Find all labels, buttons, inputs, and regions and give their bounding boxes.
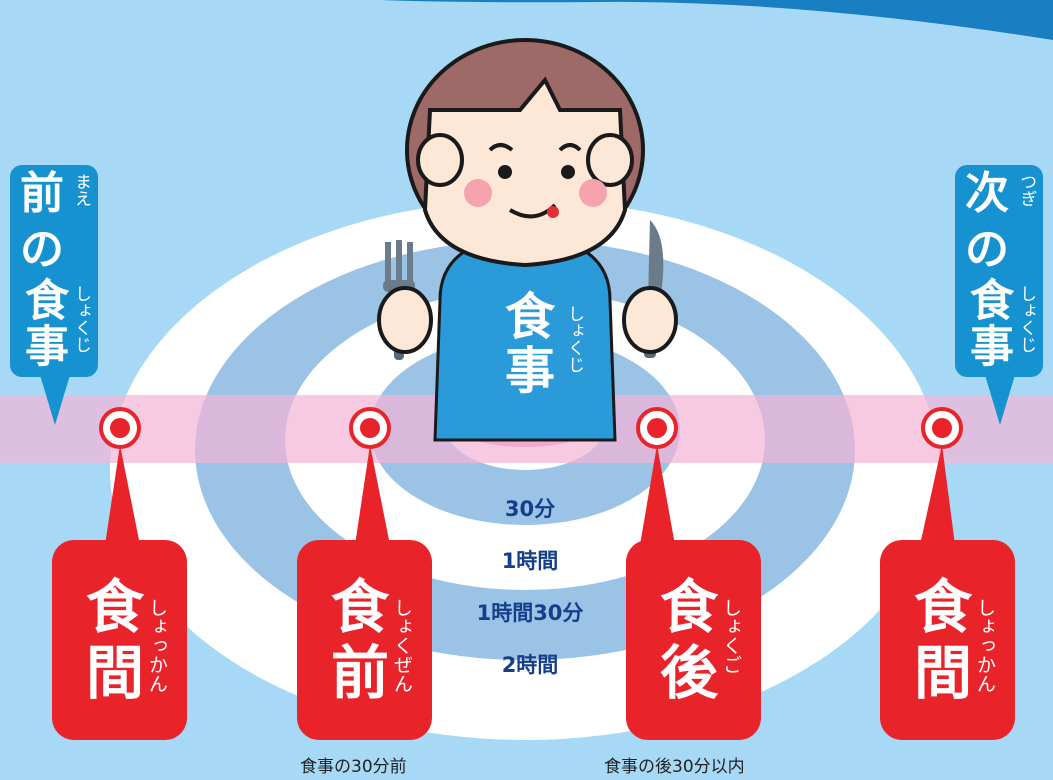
shokkan-left-ruby: しょっかん xyxy=(146,598,168,693)
shokuzen-ruby: しょくぜん xyxy=(391,598,413,693)
shokuzen-label: 食前 xyxy=(321,576,389,708)
face xyxy=(422,76,628,268)
shokkan-left-box: 食間 しょっかん xyxy=(52,540,187,740)
right-eye xyxy=(561,165,575,179)
next-meal-char2: の xyxy=(965,224,1011,275)
left-hand xyxy=(377,286,433,354)
time-2h: 2時間 xyxy=(501,653,559,677)
marker-shokugo xyxy=(636,407,678,449)
right-callout-pointer xyxy=(985,375,1015,425)
pointer-shokuzen xyxy=(355,445,390,545)
next-meal-callout: 次 の 食事 つぎ しょくじ xyxy=(955,165,1043,377)
left-eyebrow xyxy=(488,143,514,152)
right-ear xyxy=(586,133,634,187)
left-eye xyxy=(498,165,512,179)
shokuzen-box: 食前 しょくぜん xyxy=(297,540,432,740)
next-meal-char1: 次 xyxy=(965,168,1011,219)
right-eyebrow xyxy=(558,143,582,152)
shokugo-box: 食後 しょくご xyxy=(626,540,761,740)
right-hand xyxy=(622,286,678,354)
note-before-meal: 食事の30分前 xyxy=(300,757,407,777)
shokkan-left-label: 食間 xyxy=(76,576,144,708)
next-meal-ruby-bottom: しょくじ xyxy=(1016,285,1036,353)
shokkan-right-ruby: しょっかん xyxy=(974,598,996,693)
center-meal-label: 食事 xyxy=(497,290,555,398)
pointer-shokkan-right xyxy=(920,445,955,545)
previous-meal-char2: の xyxy=(20,224,66,275)
time-30min: 30分 xyxy=(504,497,556,521)
center-meal-ruby: しょくじ xyxy=(564,305,584,373)
time-1h: 1時間 xyxy=(501,549,559,573)
shokkan-right-label: 食間 xyxy=(904,576,972,708)
previous-meal-ruby-bottom: しょくじ xyxy=(71,285,91,353)
previous-meal-char1: 前 xyxy=(20,168,66,219)
left-callout-pointer xyxy=(40,375,70,425)
marker-shokuzen xyxy=(349,407,391,449)
time-1h30: 1時間30分 xyxy=(476,601,584,625)
previous-meal-callout: 前 の 食事 まえ しょくじ xyxy=(10,165,98,377)
marker-shokkan-right xyxy=(921,407,963,449)
tongue xyxy=(547,206,559,218)
next-meal-ruby-top: つぎ xyxy=(1016,173,1036,207)
left-cheek xyxy=(464,179,492,207)
left-ear xyxy=(416,133,464,187)
previous-meal-ruby-top: まえ xyxy=(71,173,91,207)
right-cheek xyxy=(579,179,607,207)
shokkan-right-box: 食間 しょっかん xyxy=(880,540,1015,740)
shokugo-label: 食後 xyxy=(650,576,718,708)
pointer-shokugo xyxy=(640,445,675,545)
previous-meal-char3: 食事 xyxy=(17,277,68,369)
top-wave-decoration xyxy=(380,0,1053,40)
marker-shokkan-left xyxy=(99,407,141,449)
shokugo-ruby: しょくご xyxy=(720,598,742,674)
note-after-meal: 食事の後30分以内 xyxy=(604,757,745,777)
next-meal-char3: 食事 xyxy=(962,277,1013,369)
pointer-shokkan-left xyxy=(105,445,140,545)
